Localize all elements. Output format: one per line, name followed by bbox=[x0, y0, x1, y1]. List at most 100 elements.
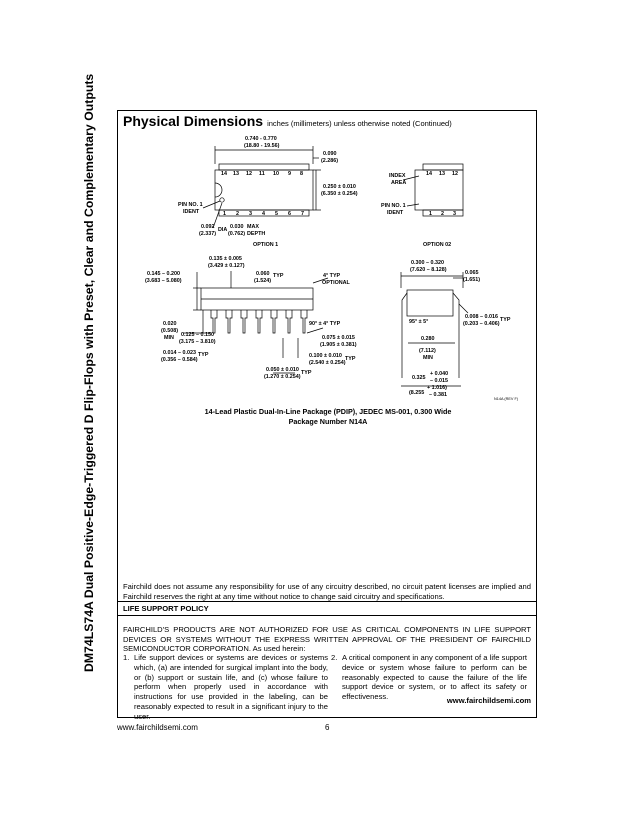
pin-label: 12 bbox=[246, 171, 252, 177]
website-link-box[interactable]: www.fairchildsemi.com bbox=[446, 696, 531, 705]
dim-135: 0.135 ± 0.005 bbox=[209, 256, 242, 262]
item-number: 1. bbox=[123, 653, 130, 662]
dim-depth-word: DEPTH bbox=[247, 231, 265, 237]
pin1-dimple-icon bbox=[219, 197, 225, 203]
package-end-view-body bbox=[406, 289, 454, 317]
dim-body-width-mm: (6.350 ± 0.254) bbox=[321, 191, 358, 197]
dim-overall-length: 0.740 - 0.770 bbox=[245, 136, 277, 142]
dim-065: 0.065 bbox=[465, 270, 479, 276]
dim-100-mm: (2.540 ± 0.254) bbox=[309, 360, 346, 366]
dim-075: 0.075 ± 0.015 bbox=[322, 335, 355, 341]
dim-280-min: MIN bbox=[423, 355, 433, 361]
caption-line-1: 14-Lead Plastic Dual-In-Line Package (PD… bbox=[204, 407, 452, 416]
pin-label: 3 bbox=[249, 211, 252, 217]
dim-325-mm-minus: – 0.381 bbox=[429, 392, 447, 398]
dim-060-typ: TYP bbox=[273, 273, 284, 279]
pin1-ident-opt2: IDENT bbox=[387, 210, 404, 216]
pin-label: 4 bbox=[262, 211, 265, 217]
pin-label: 2 bbox=[236, 211, 239, 217]
dim-008-mm: (0.203 – 0.406) bbox=[463, 321, 500, 327]
pin1-ident-label: PIN NO. 1 bbox=[178, 202, 203, 208]
pin-numbers-bottom: 1 2 3 4 5 6 7 bbox=[223, 211, 304, 217]
dim-overall-length-mm: (18.80 - 19.56) bbox=[244, 143, 280, 149]
dim-dia: 0.092 bbox=[201, 224, 215, 230]
pin1-ident-opt2: PIN NO. 1 bbox=[381, 203, 406, 209]
section-subtitle: inches (millimeters) unless otherwise no… bbox=[267, 119, 452, 128]
dim-050-mm: (1.270 ± 0.254) bbox=[264, 374, 301, 380]
index-area-label: INDEX bbox=[389, 173, 406, 179]
section-title: Physical Dimensions bbox=[123, 113, 264, 129]
pin-label: 14 bbox=[426, 171, 432, 177]
dim-090: 0.090 bbox=[323, 151, 337, 157]
pin-label: 9 bbox=[288, 171, 291, 177]
pin1-ident-label: IDENT bbox=[183, 209, 200, 215]
dim-325-minus: – 0.015 bbox=[430, 378, 448, 384]
item-text: Life support devices or systems are devi… bbox=[134, 653, 328, 721]
dim-065-mm: (1.651) bbox=[463, 277, 480, 283]
dim-145-mm: (3.683 – 5.080) bbox=[145, 278, 182, 284]
dim-020-mm: (0.508) bbox=[161, 328, 178, 334]
dim-100: 0.100 ± 0.010 bbox=[309, 353, 342, 359]
pin-label: 12 bbox=[452, 171, 458, 177]
dim-300-mm: (7.620 – 8.128) bbox=[410, 267, 447, 273]
dim-125: 0.125 – 0.150 bbox=[181, 332, 214, 338]
pin-label: 3 bbox=[453, 211, 456, 217]
optional-label: OPTIONAL bbox=[322, 280, 351, 286]
dim-008-typ: TYP bbox=[500, 317, 511, 323]
dim-325-mm: (8.255 bbox=[409, 390, 424, 396]
pin-label: 2 bbox=[441, 211, 444, 217]
dim-280-mm: (7.112) bbox=[419, 348, 436, 354]
dim-014-typ: TYP bbox=[198, 352, 209, 358]
pin-label: 8 bbox=[300, 171, 303, 177]
life-support-item-1: 1. Life support devices or systems are d… bbox=[123, 653, 328, 721]
package-drawing: 14 13 12 11 10 9 8 1 2 3 4 5 6 7 14 13 1… bbox=[145, 136, 519, 401]
dim-body-width: 0.250 ± 0.010 bbox=[323, 184, 356, 190]
page-number: 6 bbox=[325, 723, 330, 732]
pin-label: 13 bbox=[233, 171, 239, 177]
dim-075-mm: (1.905 ± 0.381) bbox=[320, 342, 357, 348]
dim-100-typ: TYP bbox=[345, 356, 356, 362]
dim-135-mm: (3.429 ± 0.127) bbox=[208, 263, 245, 269]
dim-050-typ: TYP bbox=[301, 370, 312, 376]
dim-020-min: MIN bbox=[164, 335, 174, 341]
dim-300: 0.300 – 0.320 bbox=[411, 260, 444, 266]
dim-dia-mm: (2.337) bbox=[199, 231, 216, 237]
pin-label: 7 bbox=[301, 211, 304, 217]
dim-325: 0.325 bbox=[412, 375, 426, 381]
dim-014: 0.014 – 0.023 bbox=[163, 350, 196, 356]
pin-label: 6 bbox=[288, 211, 291, 217]
dim-014-mm: (0.356 – 0.584) bbox=[161, 357, 198, 363]
pin-label: 14 bbox=[221, 171, 227, 177]
side-view-leads bbox=[210, 310, 308, 334]
index-area-label: AREA bbox=[391, 180, 406, 186]
dim-dia-label: DIA bbox=[218, 227, 227, 233]
footer-website-link[interactable]: www.fairchildsemi.com bbox=[117, 723, 198, 732]
dim-090-mm: (2.286) bbox=[321, 158, 338, 164]
pin-label: 10 bbox=[273, 171, 279, 177]
divider bbox=[117, 615, 537, 616]
pin-label: 1 bbox=[223, 211, 226, 217]
option1-label: OPTION 1 bbox=[253, 242, 278, 248]
dim-145: 0.145 – 0.200 bbox=[147, 271, 180, 277]
pin-numbers-top: 14 13 12 11 10 9 8 bbox=[221, 171, 303, 177]
divider bbox=[117, 601, 537, 602]
angle-90-label: 90° ± 4° TYP bbox=[309, 321, 341, 327]
life-support-title: LIFE SUPPORT POLICY bbox=[123, 604, 209, 613]
pin-label: 5 bbox=[275, 211, 278, 217]
dim-060-mm: (1.524) bbox=[254, 278, 271, 284]
dim-008: 0.008 – 0.016 bbox=[465, 314, 498, 320]
dim-060: 0.060 bbox=[256, 271, 270, 277]
life-support-item-2: 2. A critical component in any component… bbox=[331, 653, 527, 701]
pin-numbers-option2: 14 13 12 1 2 3 bbox=[426, 171, 458, 217]
drawing-code: N14A (REV F) bbox=[494, 397, 519, 401]
item-number: 2. bbox=[331, 653, 338, 662]
life-support-intro: FAIRCHILD'S PRODUCTS ARE NOT AUTHORIZED … bbox=[123, 625, 531, 653]
angle-4-label: 4° TYP bbox=[323, 273, 341, 279]
pin-label: 13 bbox=[439, 171, 445, 177]
dim-325-mm-plus: + 1.016) bbox=[427, 385, 447, 391]
caption-line-2: Package Number N14A bbox=[288, 417, 368, 426]
content-frame bbox=[117, 110, 537, 718]
dim-depth-mm: (0.762) bbox=[228, 231, 245, 237]
side-title: DM74LS74A Dual Positive-Edge-Triggered D… bbox=[82, 73, 96, 672]
